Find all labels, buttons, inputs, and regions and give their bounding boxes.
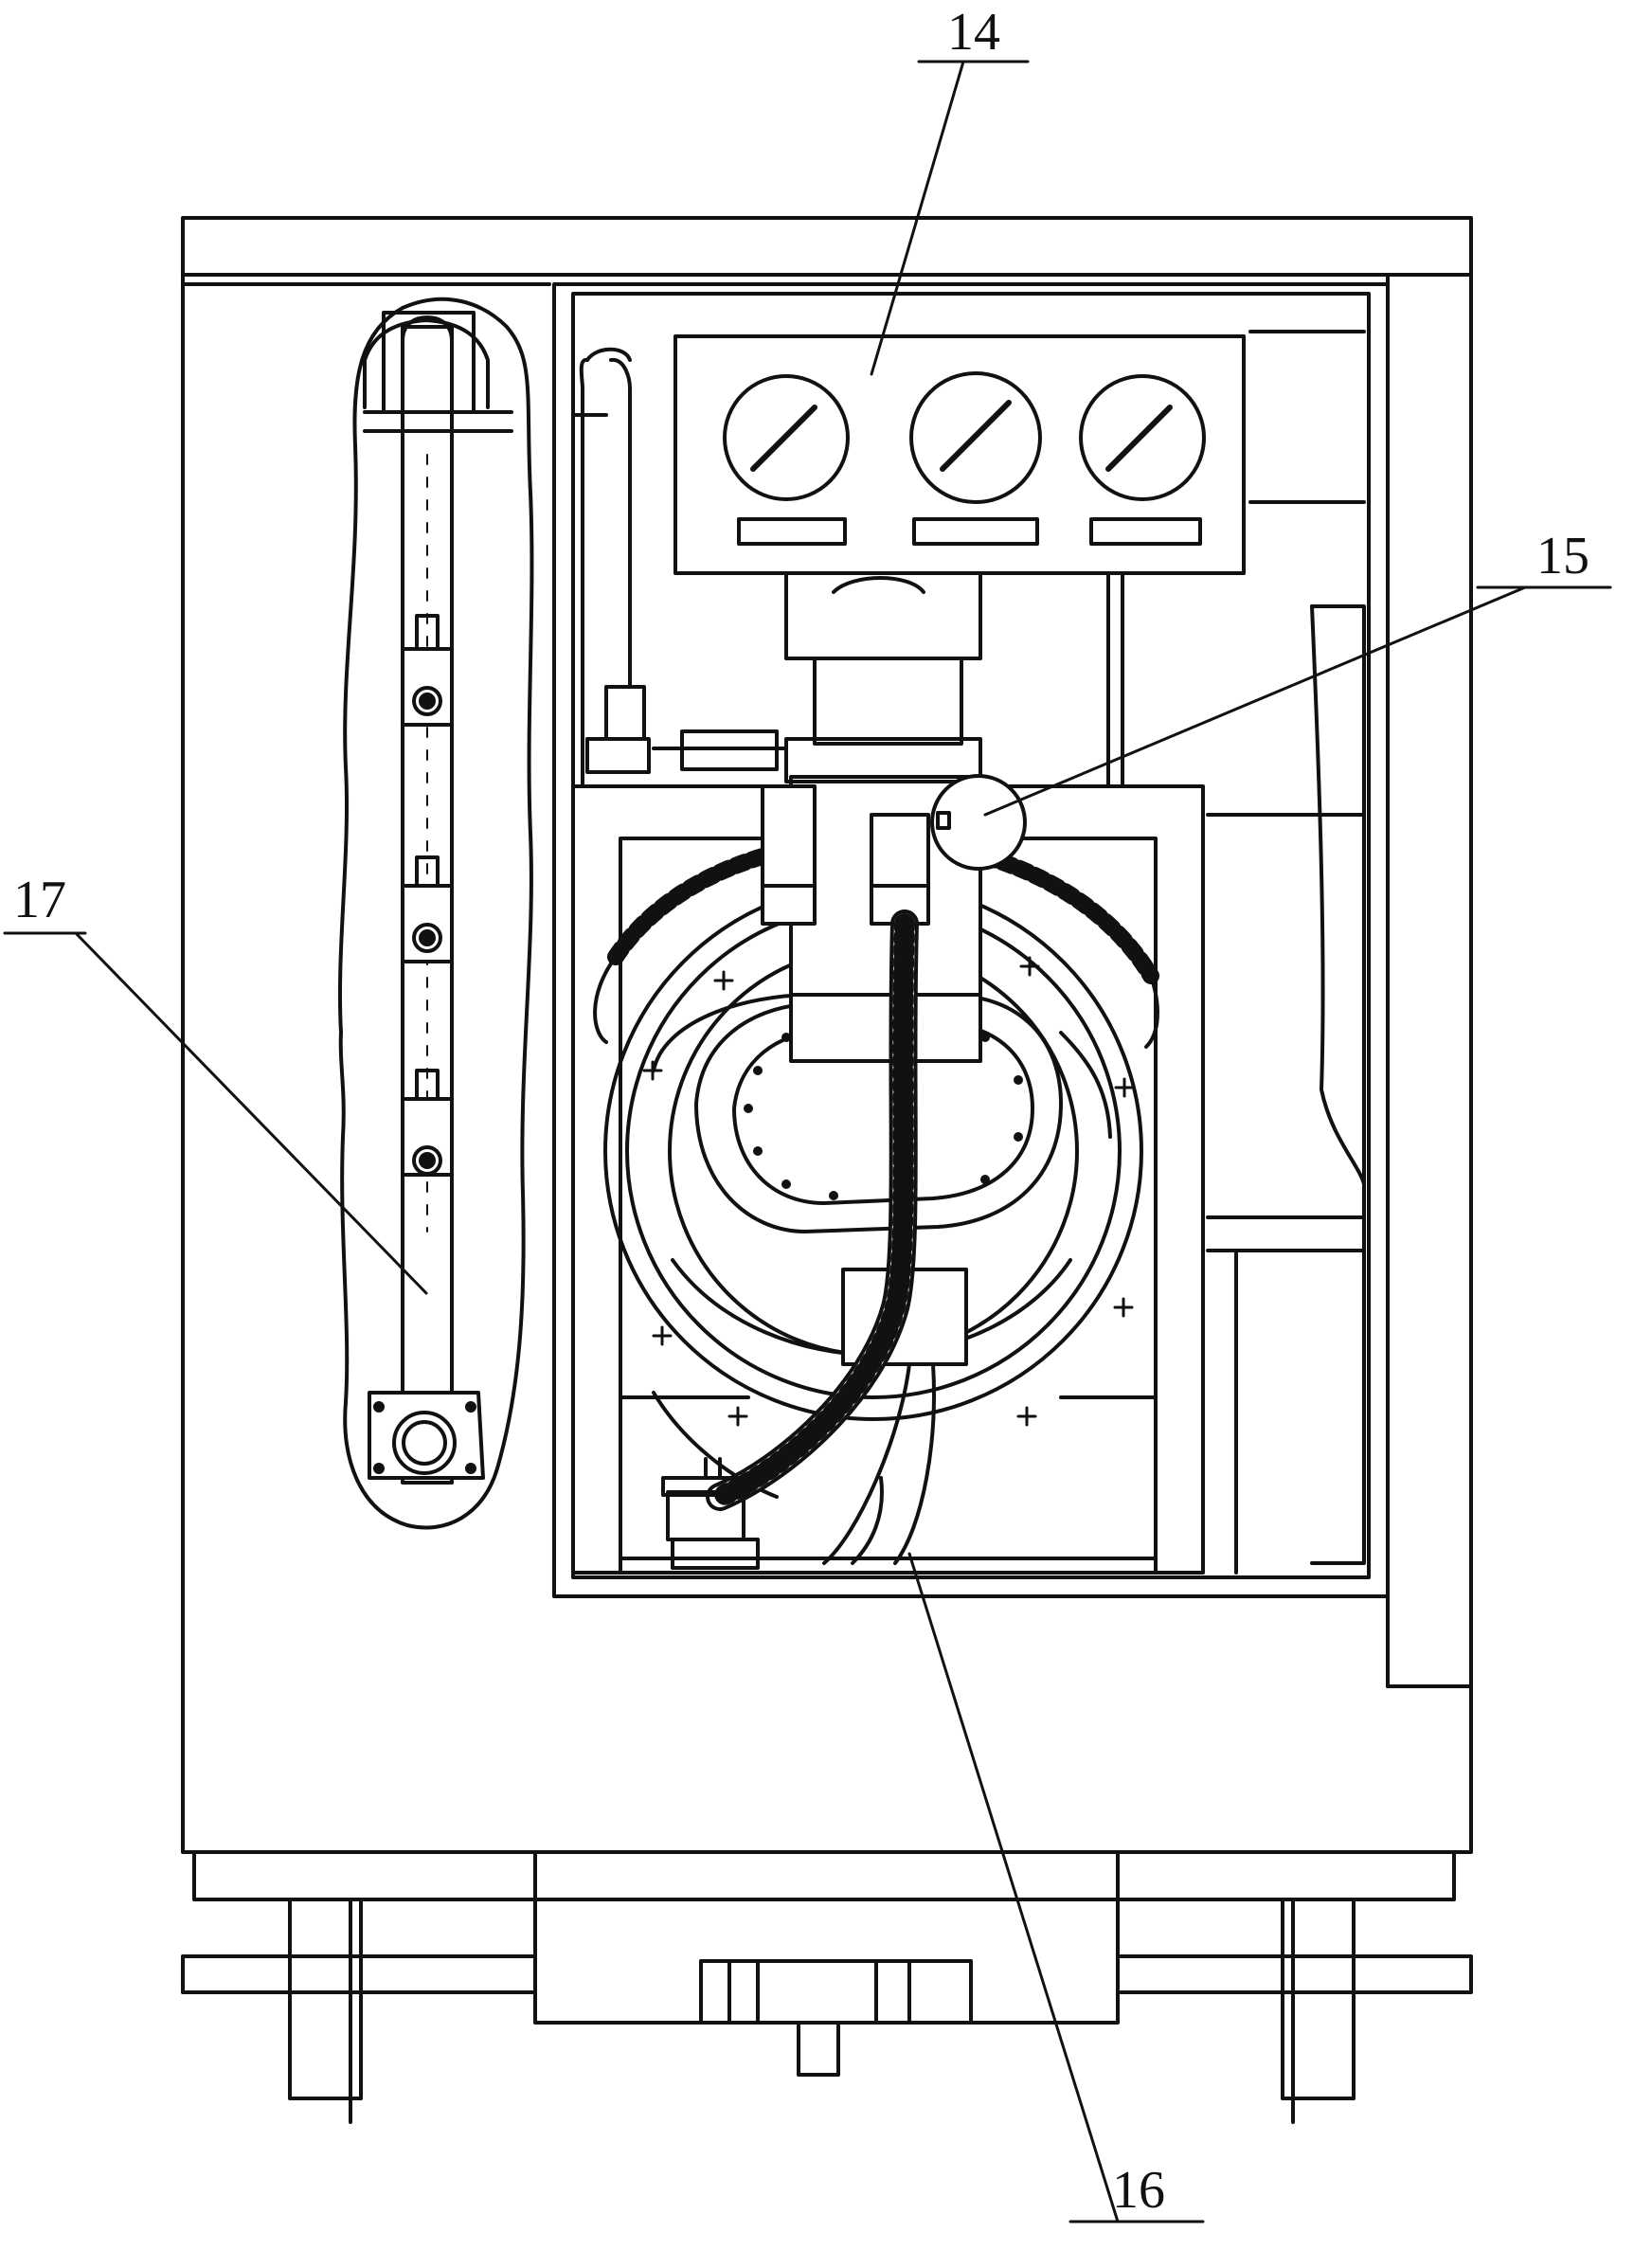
drum-cross-marks (642, 956, 1135, 1427)
left-flex-shield (338, 297, 534, 1530)
leader-16 (907, 1552, 1120, 2223)
leader-17 (74, 931, 428, 1295)
arm-clamp-upper (401, 614, 454, 727)
central-mounting-block (761, 775, 982, 1366)
ref-label-14: 14 (947, 3, 1000, 62)
flexible-hose (706, 909, 936, 1565)
gauge-panel (673, 334, 1246, 575)
ref-label-16: 16 (1112, 2161, 1165, 2220)
arm-clamp-middle (401, 855, 454, 963)
drum-support-frame (619, 1395, 1158, 1560)
arm-clamp-lower (401, 1069, 454, 1177)
gauge-nameplate-right (1089, 517, 1202, 546)
lower-bracket (661, 1457, 760, 1570)
cabinet-base (181, 1850, 1473, 2124)
ref-label-15: 15 (1536, 527, 1589, 585)
ref-label-17: 17 (13, 871, 66, 929)
arm-pivot-base (368, 1391, 485, 1480)
gauge-right (1079, 374, 1206, 501)
gauge-nameplate-center (912, 517, 1039, 546)
gauge-nameplate-left (737, 517, 847, 546)
gauge-left (723, 374, 850, 501)
hinged-arm (363, 311, 513, 1485)
right-side-panel (1206, 330, 1366, 1575)
leader-15 (983, 585, 1527, 817)
detail-circle (930, 774, 1027, 871)
gauge-center (909, 371, 1042, 504)
upper-support-structure (571, 347, 1124, 788)
leader-lines (3, 60, 1612, 2223)
leader-14 (870, 60, 965, 376)
